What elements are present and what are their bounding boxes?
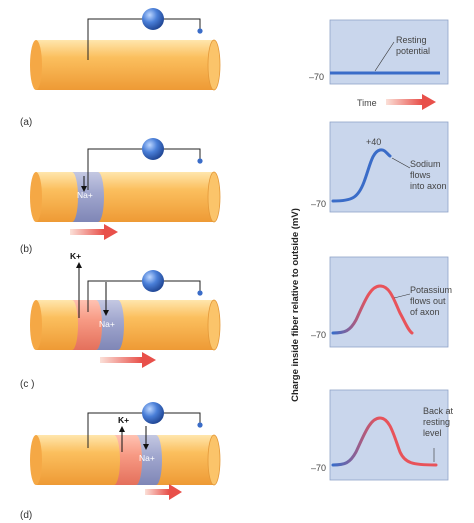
panel-label-a: (a) <box>20 117 32 128</box>
annotation-3-line3: of axon <box>410 307 440 317</box>
annotation-3-line1: Potassium <box>410 285 452 295</box>
panel-d: K+ Na+ (d) <box>20 402 221 521</box>
sodium-label-b: Na+ <box>77 190 93 200</box>
propagation-arrow-d <box>145 484 182 500</box>
annotation-2-line3: into axon <box>410 181 447 191</box>
sodium-label-c: Na+ <box>99 319 115 329</box>
trace-potassium <box>331 284 414 335</box>
annotation-4-line1: Back at <box>423 406 454 416</box>
voltmeter-a <box>142 8 164 30</box>
axon-c <box>30 299 221 351</box>
voltmeter-c <box>142 270 164 292</box>
baseline-label-4: –70 <box>311 463 326 473</box>
sodium-band-b <box>72 172 104 222</box>
potassium-band-d <box>114 435 142 485</box>
potassium-efflux-arrow-d <box>119 426 125 452</box>
panel-label-d: (d) <box>20 510 32 521</box>
graph-potassium: –70 Potassium flows out of axon <box>311 256 452 348</box>
panel-label-c: (c ) <box>20 379 34 390</box>
baseline-label-3: –70 <box>311 330 326 340</box>
panel-c: K+ Na+ (c ) <box>20 251 221 390</box>
time-arrow <box>386 94 436 110</box>
trace-recovery <box>331 416 438 467</box>
trace-sodium <box>331 148 392 203</box>
electrode-d <box>87 402 203 448</box>
potassium-label-d: K+ <box>118 415 129 425</box>
baseline-label-1: –70 <box>309 72 324 82</box>
electrode-c <box>87 270 203 312</box>
annotation-2-line1: Sodium <box>410 159 441 169</box>
sodium-band-d <box>136 435 162 485</box>
annotation-2-line2: flows <box>410 170 431 180</box>
axon-a <box>30 39 221 91</box>
voltmeter-b <box>142 138 164 160</box>
graph-sodium: +40 –70 Sodium flows into axon <box>311 121 449 213</box>
propagation-arrow-c <box>100 352 156 368</box>
annotation-4-line2: resting <box>423 417 450 427</box>
sodium-influx-arrow-d <box>143 426 149 450</box>
voltmeter-d <box>142 402 164 424</box>
panel-b: Na+ (b) <box>20 138 221 255</box>
graph-back-at-rest: –70 Back at resting level <box>311 389 454 481</box>
y-axis-label: Charge inside fiber relative to outside … <box>290 208 301 402</box>
electrode-b <box>87 138 203 190</box>
graph-resting: –70 Resting potential Time <box>309 19 449 110</box>
annotation-1-line2: potential <box>396 46 430 56</box>
electrode-a <box>87 8 203 60</box>
potassium-efflux-arrow-c <box>76 262 82 318</box>
axon-b <box>30 171 221 223</box>
sodium-influx-arrow-b <box>81 176 87 192</box>
peak-label-2: +40 <box>366 137 381 147</box>
annotation-4-line3: level <box>423 428 442 438</box>
sodium-label-d: Na+ <box>139 453 155 463</box>
sodium-band-c <box>96 300 124 350</box>
axon-d <box>30 434 221 486</box>
propagation-arrow-b <box>70 224 118 240</box>
annotation-1-line1: Resting <box>396 35 427 45</box>
baseline-label-2: –70 <box>311 199 326 209</box>
time-label: Time <box>357 98 377 108</box>
potassium-label-c: K+ <box>70 251 81 261</box>
panel-a: (a) <box>20 8 221 128</box>
annotation-3-line2: flows out <box>410 296 446 306</box>
panel-label-b: (b) <box>20 244 32 255</box>
sodium-influx-arrow-c <box>103 282 109 316</box>
